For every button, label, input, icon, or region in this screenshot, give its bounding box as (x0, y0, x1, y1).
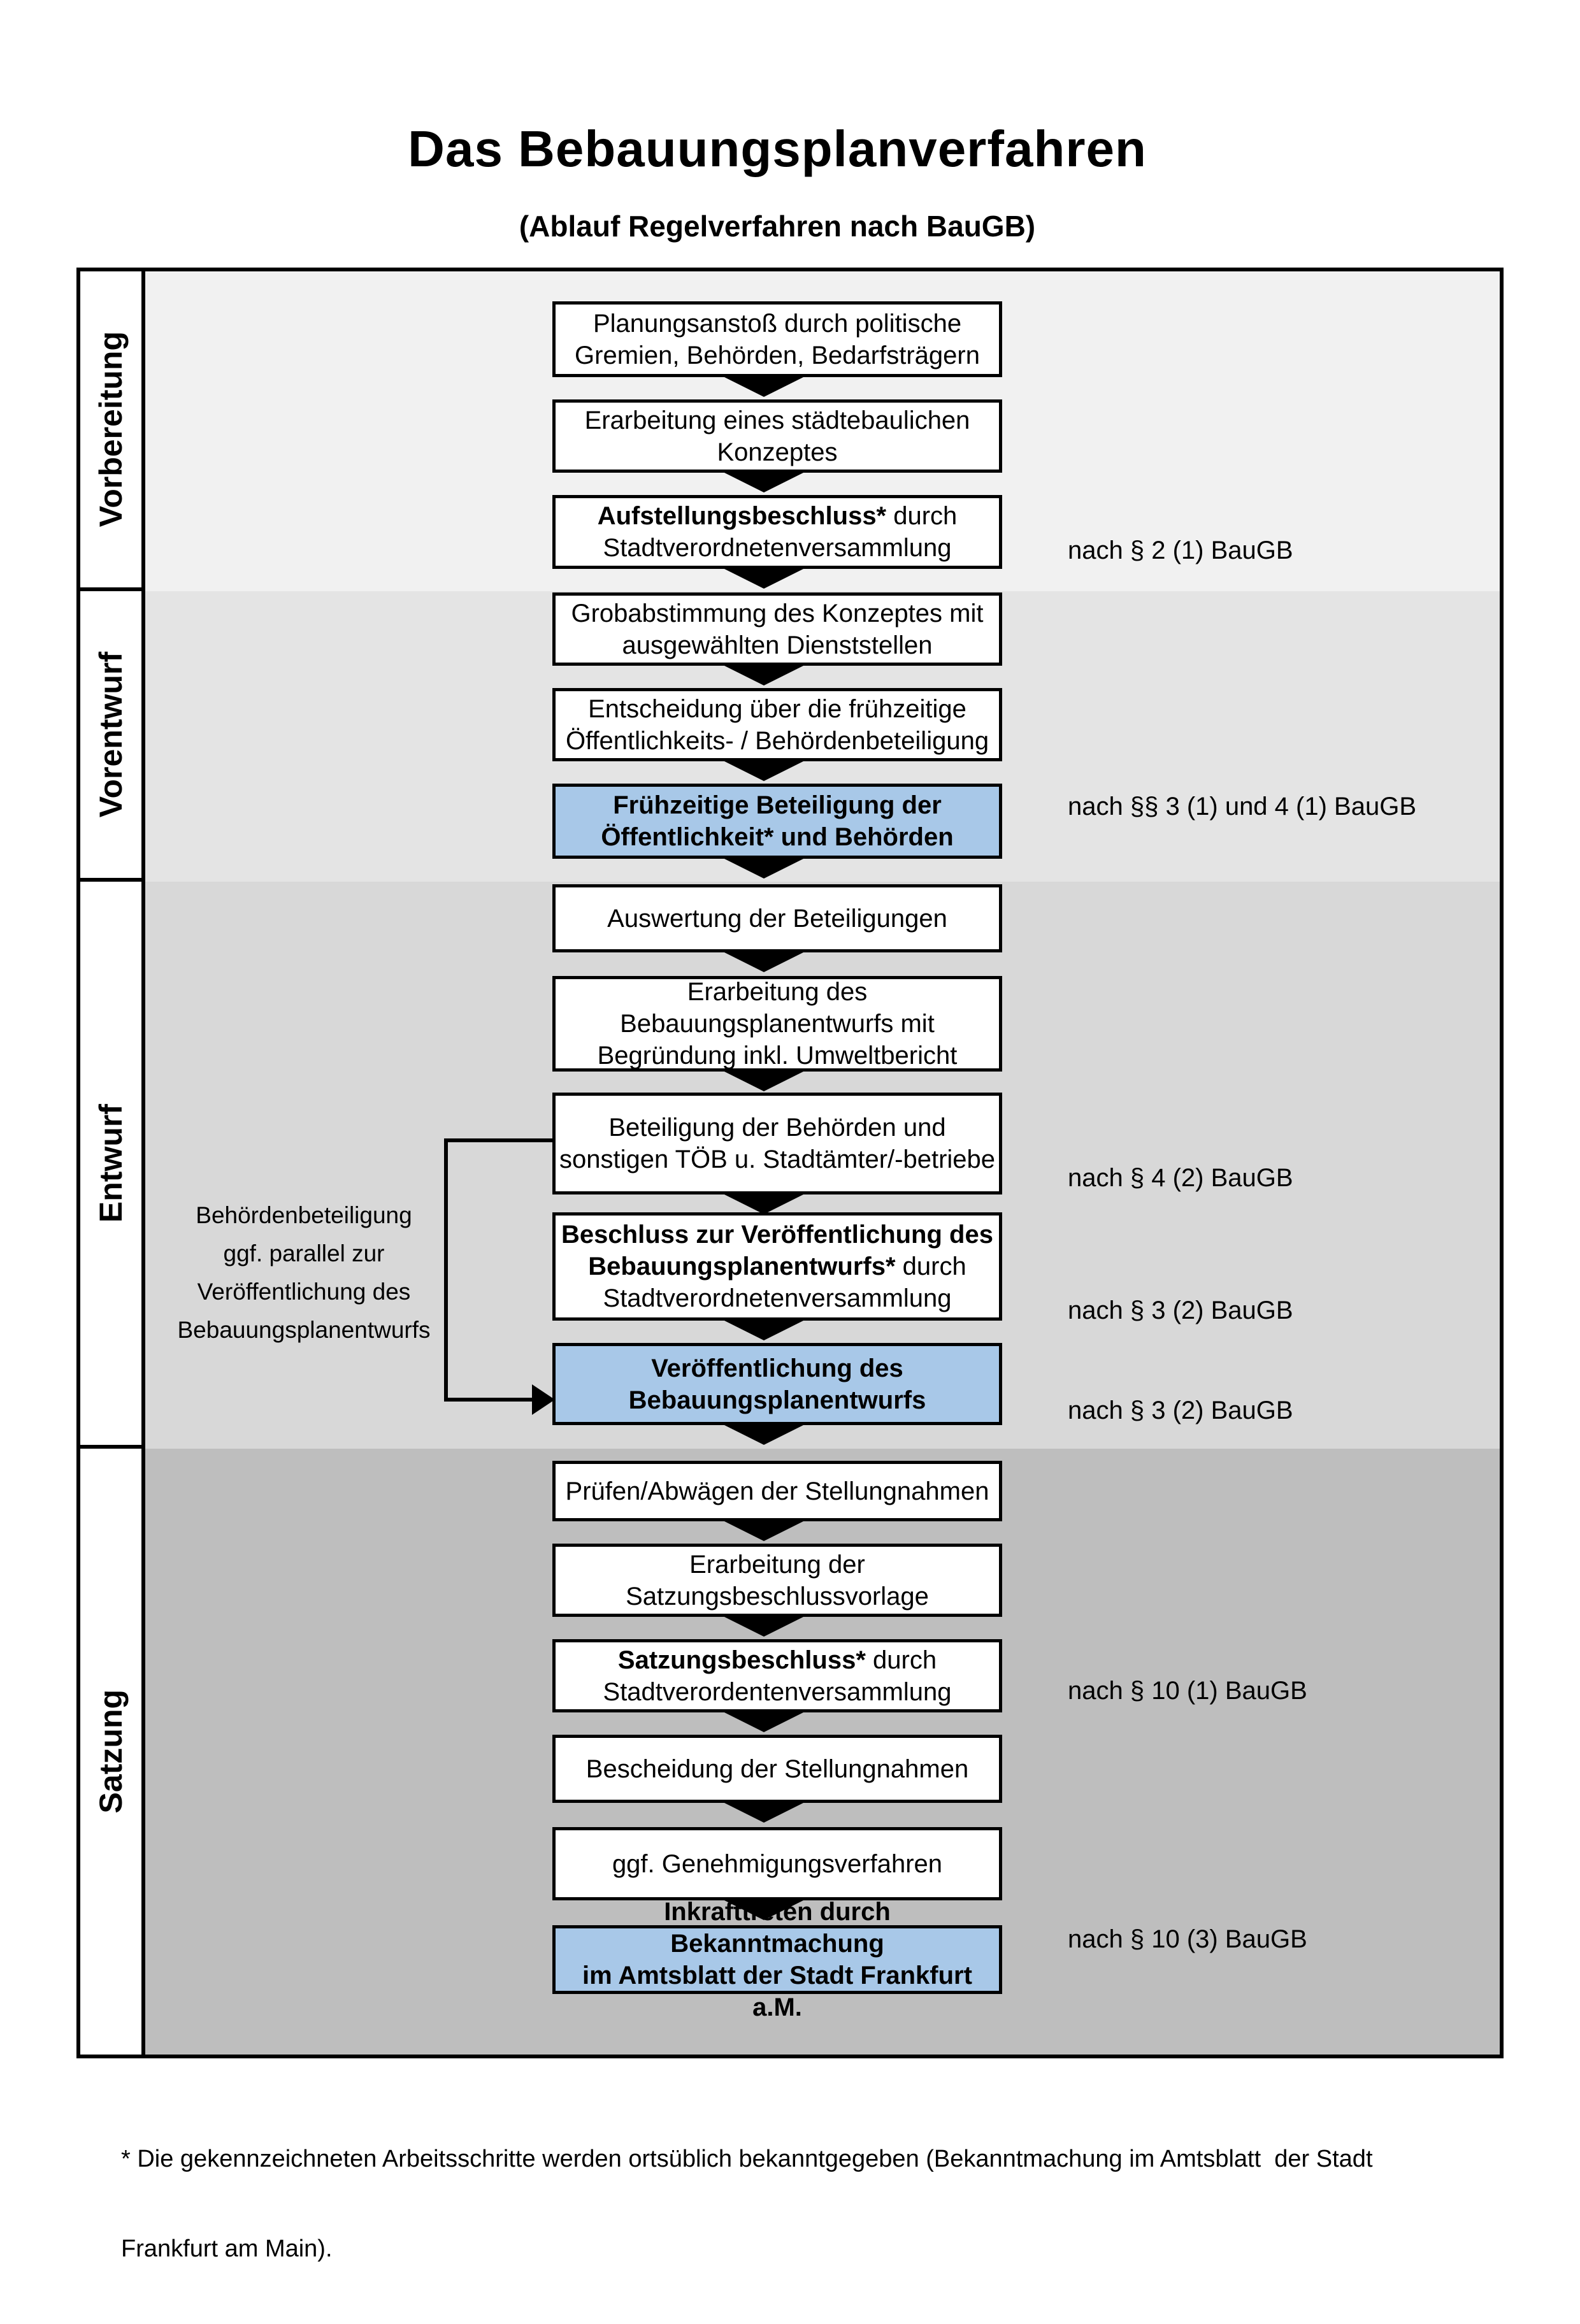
parallel-procedure-note: Behördenbeteiligung ggf. parallel zur Ve… (177, 1202, 431, 1343)
flow-step-text-line: Veröffentlichung des (651, 1354, 903, 1382)
page-title: Das Bebauungsplanverfahren (408, 120, 1147, 177)
footnote-line-2: Frankfurt am Main). (121, 2235, 333, 2262)
arrow-down-icon (724, 1521, 803, 1541)
arrow-down-icon (724, 1425, 803, 1445)
flow-step-text-line: Satzungsbeschlussvorlage (626, 1582, 929, 1610)
flow-step-text-line: Auswertung der Beteiligungen (607, 904, 947, 933)
flow-step-text-line: Planungsanstoß durch politische (592, 309, 962, 338)
flow-step-text-line: Erarbeitung eines städtebaulichen (584, 406, 970, 434)
bracket-line-bottom (444, 1398, 533, 1402)
bracket-line-vertical (444, 1138, 448, 1402)
arrow-down-icon (724, 761, 803, 781)
phase-label-text: Vorentwurf (93, 651, 129, 818)
flow-canvas: Das Bebauungsplanverfahren (Ablauf Regel… (76, 120, 1504, 2262)
arrow-down-icon (724, 569, 803, 589)
flow-step-text-line: im Amtsblatt der Stadt Frankfurt a.M. (582, 1962, 972, 2021)
flow-step-text-line: Öffentlichkeit* und Behörden (601, 823, 954, 851)
phase-label-entwurf: Entwurf (80, 882, 141, 1449)
arrow-down-icon (724, 1900, 803, 1920)
legal-ref: nach §§ 3 (1) und 4 (1) BauGB (1068, 793, 1416, 821)
arrow-down-icon (724, 473, 803, 492)
flow-step-text-line: Aufstellungsbeschluss* durch (597, 502, 958, 530)
flow-step-text-line: Öffentlichkeits- / Behördenbeteiligung (565, 726, 989, 755)
flow-step-text-line: ggf. Genehmigungsverfahren (612, 1849, 943, 1878)
legal-ref: nach § 10 (3) BauGB (1068, 1925, 1307, 1953)
flow-step-text-line: Grobabstimmung des Konzeptes mit (571, 599, 984, 628)
arrow-down-icon (724, 1072, 803, 1091)
page-subtitle: (Ablauf Regelverfahren nach BauGB) (519, 210, 1036, 243)
phase-label-satzung: Satzung (80, 1449, 141, 2055)
flow-step-auswertung-beteiligungen: Auswertung der Beteiligungen (552, 884, 1002, 952)
flow-step-text-line: Entscheidung über die frühzeitige (588, 694, 966, 723)
phase-label-vorbereitung: Vorbereitung (80, 271, 141, 591)
flow-step-text-line: Prüfen/Abwägen der Stellungnahmen (565, 1477, 989, 1505)
flow-step-text-line: Erarbeitung der (689, 1550, 865, 1579)
flow-step-text-line: Stadtverordnetenversammlung (603, 1284, 952, 1312)
flow-step-text-line: Erarbeitung des (687, 978, 868, 1006)
flow-step-text-line: Bebauungsplanentwurfs (628, 1386, 926, 1414)
flow-step-text-line: ausgewählten Dienststellen (622, 631, 933, 659)
phase-label-text: Entwurf (93, 1103, 129, 1223)
arrow-down-icon (724, 1712, 803, 1732)
footnote-line-1: * Die gekennzeichneten Arbeitsschritte w… (121, 2146, 1373, 2172)
arrow-down-icon (724, 952, 803, 972)
flow-step-text-line: Gremien, Behörden, Bedarfsträgern (575, 341, 980, 369)
arrow-down-icon (724, 666, 803, 685)
flow-step-genehmigungsverfahren: ggf. Genehmigungsverfahren (552, 1827, 1002, 1900)
legal-ref: nach § 3 (2) BauGB (1068, 1396, 1293, 1424)
legal-ref: nach § 3 (2) BauGB (1068, 1296, 1293, 1324)
footnote: * Die gekennzeichneten Arbeitsschritte w… (121, 2084, 1510, 2324)
arrow-down-icon (724, 1321, 803, 1340)
legal-ref: nach § 2 (1) BauGB (1068, 536, 1293, 564)
arrow-down-icon (724, 377, 803, 397)
flow-step-text-line: Inkrafttreten durch Bekanntmachung (664, 1898, 891, 1958)
arrow-right-icon (532, 1384, 555, 1415)
flow-step-text-line: Begründung inkl. Umweltbericht (597, 1042, 958, 1070)
flow-step-grobabstimmung: Grobabstimmung des Konzeptes mit ausgewäh… (552, 592, 1002, 666)
flow-step-pruefen-abwaegen: Prüfen/Abwägen der Stellungnahmen (552, 1461, 1002, 1521)
flow-step-text-line: Satzungsbeschluss* durch (617, 1646, 937, 1674)
flow-step-text-line: Bebauungsplanentwurfs* durch (588, 1252, 966, 1280)
flow-step-text-line: Beschluss zur Veröffentlichung des (561, 1221, 993, 1249)
flow-step-text-line: Beteiligung der Behörden und (608, 1114, 946, 1142)
phase-label-text: Vorbereitung (93, 331, 129, 527)
phase-label-text: Satzung (93, 1689, 129, 1814)
arrow-down-icon (724, 1617, 803, 1637)
flow-step-text-line: Bescheidung der Stellungnahmen (585, 1754, 969, 1783)
arrow-down-icon (724, 1803, 803, 1823)
flow-step-text-line: Bebauungsplanentwurfs mit (620, 1010, 935, 1038)
flow-step-text-line: Stadtverordnetenversammlung (603, 534, 952, 562)
flow-step-text-line: Konzeptes (717, 438, 838, 466)
legal-ref: nach § 10 (1) BauGB (1068, 1677, 1307, 1705)
arrow-down-icon (724, 1194, 803, 1214)
flow-step-bescheidung-stellungnahmen: Bescheidung der Stellungnahmen (552, 1735, 1002, 1803)
arrow-down-icon (724, 859, 803, 879)
bracket-line-top (444, 1138, 561, 1142)
phase-label-vorentwurf: Vorentwurf (80, 591, 141, 882)
flow-step-beteiligung-behoerden-toeb: Beteiligung der Behörden und sonstigen TÖ… (552, 1093, 1002, 1194)
legal-ref: nach § 4 (2) BauGB (1068, 1164, 1293, 1192)
flow-step-text-line: sonstigen TÖB u. Stadtämter/-betriebe (559, 1145, 996, 1173)
flow-step-text-line: Stadtverordentenversammlung (603, 1677, 952, 1706)
flow-step-text-line: Frühzeitige Beteiligung der (613, 791, 942, 819)
